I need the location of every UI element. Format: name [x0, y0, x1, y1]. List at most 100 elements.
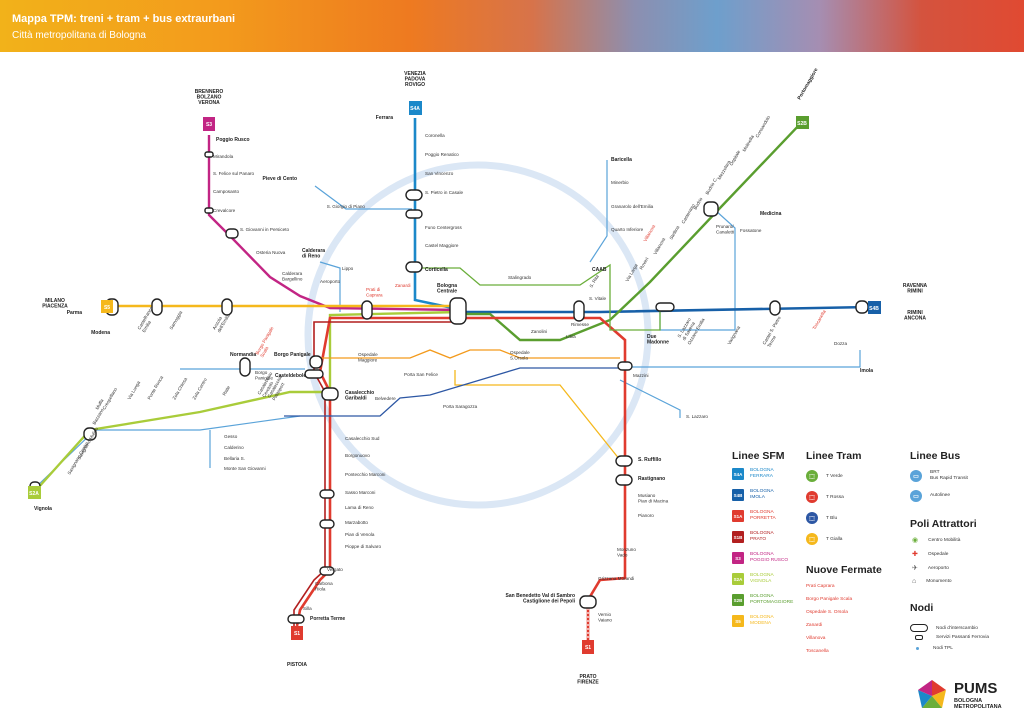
badge-s4b: S4B — [869, 306, 879, 312]
pums-logo-icon — [918, 680, 946, 708]
station-label: Vignola — [34, 506, 52, 512]
station-label: Fossatone — [740, 228, 762, 233]
station-label: Budrio C. — [705, 176, 719, 195]
station-label: Via Lunga — [127, 380, 142, 401]
line-badge-icon: S4A — [732, 468, 744, 480]
station-label: S. Lazzaro — [686, 414, 708, 419]
station-label: Imola — [860, 368, 873, 374]
station-label: Varignana — [727, 325, 742, 346]
station-label: Samoggia — [169, 310, 184, 331]
station-label: Crespellano — [102, 386, 119, 410]
legend-nodi-item: Nodi TPL — [910, 646, 953, 651]
station-label: Stalingrado — [508, 275, 532, 280]
station-label: Vergato — [327, 567, 343, 572]
station-label: Osteria Nuova — [256, 250, 286, 255]
station-label: Borgonuovo — [345, 453, 370, 458]
station-label: CAAB — [592, 267, 607, 273]
legend-tram-item: ⬚T Verde — [806, 470, 843, 482]
new-stop-label: Toscanella — [812, 309, 827, 331]
legend-poli-title: Poli Attrattori — [910, 518, 977, 530]
line-s1a-b — [293, 321, 460, 626]
station-label: Porta Saragozza — [443, 404, 478, 409]
station-label: Casalecchio Sud — [345, 436, 380, 441]
legend-nuove-title: Nuove Fermate — [806, 564, 882, 576]
legend-tram-label: T Verde — [826, 473, 843, 479]
legend-tram-title: Linee Tram — [806, 450, 862, 462]
badge-s1a: S1 — [294, 631, 300, 637]
station-label: Libia — [566, 334, 576, 339]
station-label: Quarto Inferiore — [611, 227, 644, 232]
legend-tram-label: T Rossa — [826, 494, 844, 500]
new-stop-label: Zanardi — [395, 283, 411, 288]
tram-icon: ⬚ — [806, 491, 818, 503]
legend-poli-item: ⌂Monumento — [912, 578, 952, 585]
legend-poli-label: Ospedale — [927, 551, 949, 557]
line-badges[interactable]: S3 S4A S5 S4B S1 S1 S2A S2B — [28, 101, 881, 654]
interchange-nodes[interactable] — [29, 151, 869, 624]
legend-nodi-label: Nodi TPL — [933, 646, 953, 651]
station-label: Castel Maggiore — [425, 243, 459, 248]
station-label: Medicina — [760, 211, 782, 217]
station-label: Zola Chiesa — [172, 376, 189, 400]
station-label: Mazzini — [633, 373, 649, 378]
station-label: S. Giovanni in Persiceto — [240, 227, 289, 232]
station-label: Molinella — [742, 134, 756, 153]
line-s1a — [295, 316, 460, 627]
brt-ring — [304, 161, 652, 509]
station-label: Castenaso — [681, 203, 697, 225]
station-label: Corticella — [425, 267, 448, 273]
legend-nodi-item: Nodi d'interscambio — [910, 624, 978, 632]
station-label: Mirandola — [213, 154, 234, 159]
station-label: Portomaggiore — [797, 67, 820, 101]
legend-bus-label: Autolinee — [930, 493, 951, 498]
legend-poli-item: ✚Ospedale — [912, 550, 948, 558]
station-label: Mezzolara — [717, 159, 732, 180]
line-badge-icon: S4B — [732, 489, 744, 501]
station-label: Castel S. PietroTerme — [762, 315, 787, 348]
station-label: Aeroporto — [320, 279, 341, 284]
line-badge-icon: S2B — [732, 594, 744, 606]
page-subtitle: Città metropolitana di Bologna — [12, 30, 146, 41]
station-label: Prunaro/Canaletti — [716, 224, 734, 235]
tram-icon: ⬚ — [806, 512, 818, 524]
station-label: S. Rita — [589, 274, 600, 289]
legend-poli-label: Aeroporto — [927, 565, 949, 571]
badge-s3: S3 — [206, 122, 212, 128]
legend-new-stop: Borgo Panigale Scala — [806, 597, 853, 602]
station-label: Casteldebole — [275, 373, 306, 379]
station-label: Pianoro — [638, 513, 654, 518]
monument-icon: ⌂ — [912, 578, 917, 585]
badge-s1b: S1 — [585, 645, 591, 651]
station-label: S. Vitale — [589, 296, 606, 301]
station-label: Sasso Marconi — [345, 490, 375, 495]
legend-tram-label: T Blu — [826, 515, 838, 521]
legend-new-stop: Prati Caprara — [806, 584, 835, 589]
station-label: Rastignano — [638, 476, 665, 482]
station-label: Borgo Panigale — [274, 352, 311, 358]
station-label: Ferrara — [376, 115, 393, 121]
station-label: Grizzana Morandi — [598, 576, 634, 581]
line-badge-icon: S3 — [732, 552, 744, 564]
station-label: Belvedere — [375, 396, 396, 401]
